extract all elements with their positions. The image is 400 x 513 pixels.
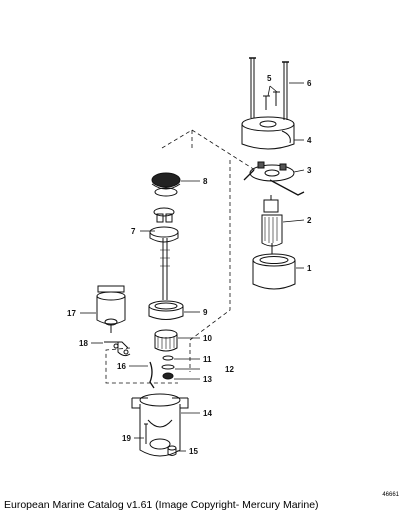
callout-11: 11 <box>203 355 212 364</box>
diagram-code: 46661 <box>382 492 399 498</box>
washers-retaining-ring <box>161 355 175 380</box>
brush-plate <box>243 161 305 196</box>
image-caption: European Marine Catalog v1.61 (Image Cop… <box>4 499 319 511</box>
ring-gear <box>148 300 184 320</box>
plunger-fork <box>104 341 131 357</box>
callout-16: 16 <box>117 362 126 371</box>
armature <box>261 195 283 254</box>
callout-19: 19 <box>122 434 131 443</box>
callout-6: 6 <box>307 79 312 88</box>
callout-1: 1 <box>307 264 312 273</box>
callout-15: 15 <box>189 447 198 456</box>
callout-9: 9 <box>203 308 208 317</box>
callout-17: 17 <box>67 309 76 318</box>
planetary-gear-shaft <box>149 207 179 300</box>
bushing <box>167 445 177 456</box>
solenoid <box>96 285 126 333</box>
drive-pinion <box>154 329 178 352</box>
callout-2: 2 <box>307 216 312 225</box>
dashed-guide-lines <box>105 129 256 384</box>
callout-4: 4 <box>307 136 312 145</box>
screws <box>263 91 280 110</box>
callout-13: 13 <box>203 375 212 384</box>
callout-5: 5 <box>267 74 272 83</box>
leader-lines <box>80 82 305 452</box>
callout-7: 7 <box>131 227 136 236</box>
callout-18: 18 <box>79 339 88 348</box>
shift-lever <box>149 361 155 389</box>
end-cap <box>241 116 295 150</box>
field-frame <box>252 253 296 290</box>
callout-12: 12 <box>225 365 234 374</box>
callout-10: 10 <box>203 334 212 343</box>
drive-housing <box>131 393 189 457</box>
callout-8: 8 <box>203 177 208 186</box>
drive-cover <box>151 172 181 197</box>
callout-14: 14 <box>203 409 212 418</box>
housing-bolt <box>144 423 148 444</box>
through-bolts <box>249 57 289 120</box>
callout-3: 3 <box>307 166 312 175</box>
callout-labels: 1 2 3 4 5 6 7 8 9 10 11 12 13 14 15 16 1… <box>67 74 312 456</box>
